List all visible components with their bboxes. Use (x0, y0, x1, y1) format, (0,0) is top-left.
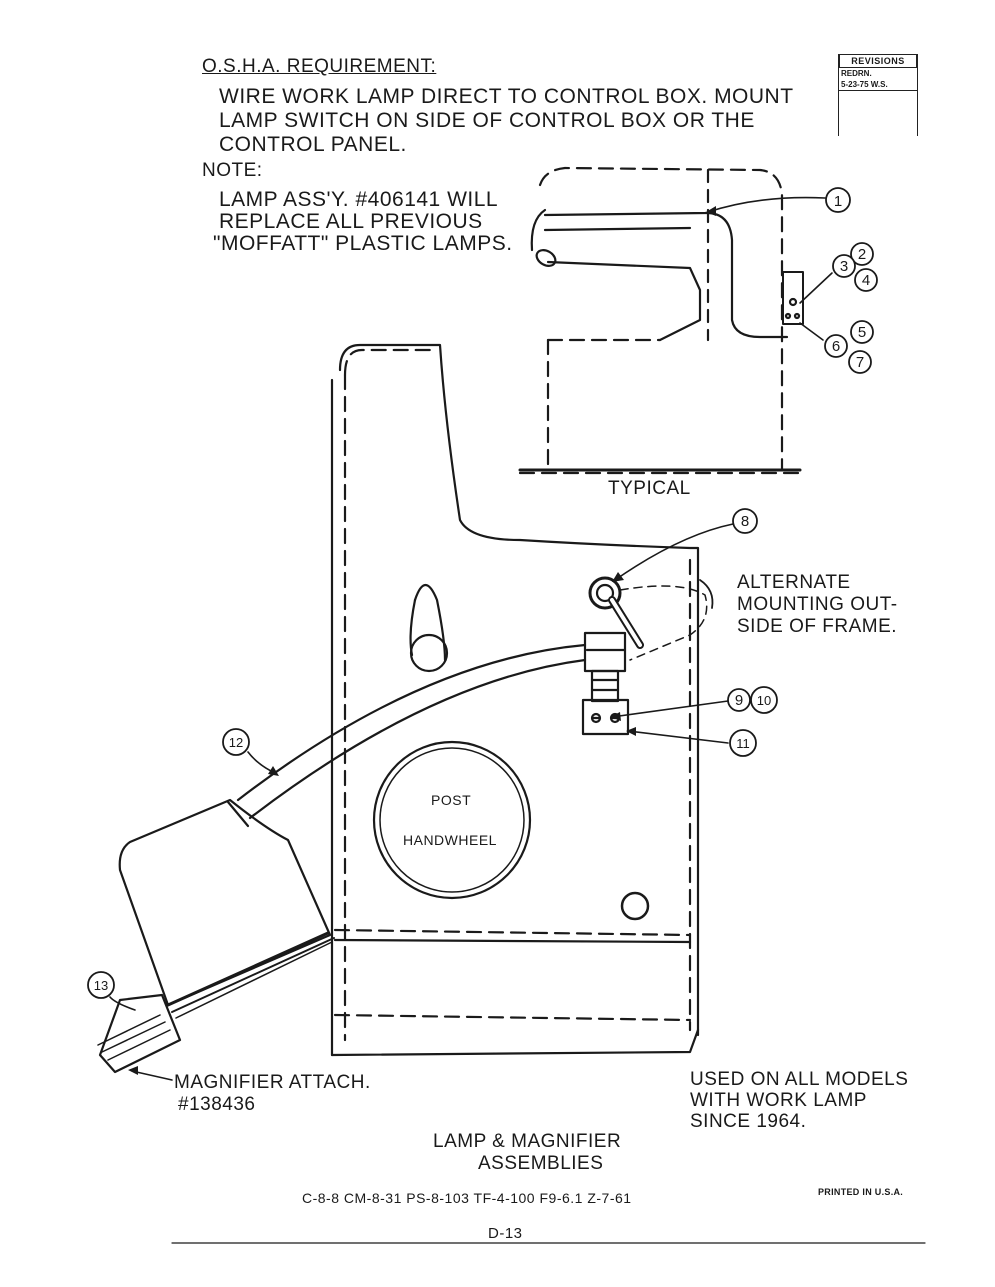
callout-5: 5 (858, 324, 866, 341)
callout-11-circle (729, 729, 757, 757)
callout-3: 3 (840, 258, 848, 275)
revisions-header: REVISIONS (839, 54, 917, 68)
callout-10: 10 (757, 693, 771, 708)
typical-label: TYPICAL (608, 478, 691, 499)
revisions-block: REVISIONS REDRN. 5-23-75 W.S. (838, 54, 918, 136)
lamp-switch-icon (782, 271, 804, 325)
callout-13-circle (87, 971, 115, 999)
printed-in-usa: PRINTED IN U.S.A. (818, 1187, 904, 1197)
reference-codes: C-8-8 CM-8-31 PS-8-103 TF-4-100 F9-6.1 Z… (302, 1190, 632, 1206)
used-label-2: WITH WORK LAMP (690, 1090, 867, 1111)
magnifier-label-2: #138436 (178, 1094, 256, 1115)
arm-joint-icon (583, 631, 627, 673)
used-label-1: USED ON ALL MODELS (690, 1069, 909, 1090)
callout-4-circle (854, 268, 878, 292)
callout-1-circle (825, 187, 851, 213)
callout-9: 9 (735, 692, 743, 709)
mounting-grommet-icon (588, 576, 622, 610)
frame-outline (338, 343, 700, 1037)
callout-12: 12 (229, 735, 243, 750)
mounting-clamp-icon (581, 698, 630, 736)
frame-hole-icon (620, 891, 650, 921)
title-line-1: LAMP & MAGNIFIER (433, 1131, 622, 1152)
note-line-2: REPLACE ALL PREVIOUS (219, 210, 483, 233)
post-label: POST (431, 792, 472, 808)
revisions-line-2: 5-23-75 W.S. (839, 79, 917, 91)
callout-2: 2 (858, 246, 866, 263)
note-line-1: LAMP ASS'Y. #406141 WILL (219, 188, 499, 211)
osha-heading: O.S.H.A. REQUIREMENT: (202, 56, 437, 77)
callout-8: 8 (741, 513, 749, 530)
callout-11: 11 (736, 736, 750, 751)
alternate-label-3: SIDE OF FRAME. (737, 616, 898, 637)
revisions-line-1: REDRN. (841, 69, 872, 78)
callout-7: 7 (856, 354, 864, 371)
callout-9-circle (727, 688, 751, 712)
frame-knob-icon (409, 633, 449, 673)
used-label-3: SINCE 1964. (690, 1111, 807, 1132)
small-lamp-icon (535, 249, 557, 267)
callout-2-circle (850, 242, 874, 266)
flexible-arm (236, 643, 587, 802)
lamp-shade-icon (118, 798, 332, 1007)
osha-line-2: LAMP SWITCH ON SIDE OF CONTROL BOX OR TH… (219, 109, 755, 132)
callout-1: 1 (834, 193, 842, 210)
callout-12-circle (222, 728, 250, 756)
arm-stem-icon (590, 669, 620, 703)
title-line-2: ASSEMBLIES (478, 1153, 604, 1174)
note-line-3: "MOFFATT" PLASTIC LAMPS. (213, 232, 513, 255)
post-handwheel-outer (372, 740, 532, 900)
callout-5-circle (850, 320, 874, 344)
osha-line-3: CONTROL PANEL. (219, 133, 407, 156)
magnifier-attach-icon (98, 993, 182, 1074)
handwheel-label: HANDWHEEL (403, 832, 497, 848)
alternate-label-1: ALTERNATE (737, 572, 851, 593)
osha-line-1: WIRE WORK LAMP DIRECT TO CONTROL BOX. MO… (219, 85, 794, 108)
control-box-outline (538, 166, 784, 472)
callout-6: 6 (832, 338, 840, 355)
alternate-label-2: MOUNTING OUT- (737, 594, 898, 615)
magnifier-label-1: MAGNIFIER ATTACH. (174, 1072, 371, 1093)
callout-7-circle (848, 350, 872, 374)
callout-13: 13 (94, 978, 108, 993)
callout-6-circle (824, 334, 848, 358)
callout-8-circle (732, 508, 758, 534)
page-number: D-13 (488, 1225, 523, 1242)
callout-10-circle (750, 686, 778, 714)
callout-4: 4 (862, 272, 870, 289)
frame-slot-icon (413, 583, 447, 662)
callout-3-circle (832, 254, 856, 278)
note-heading: NOTE: (202, 160, 263, 181)
